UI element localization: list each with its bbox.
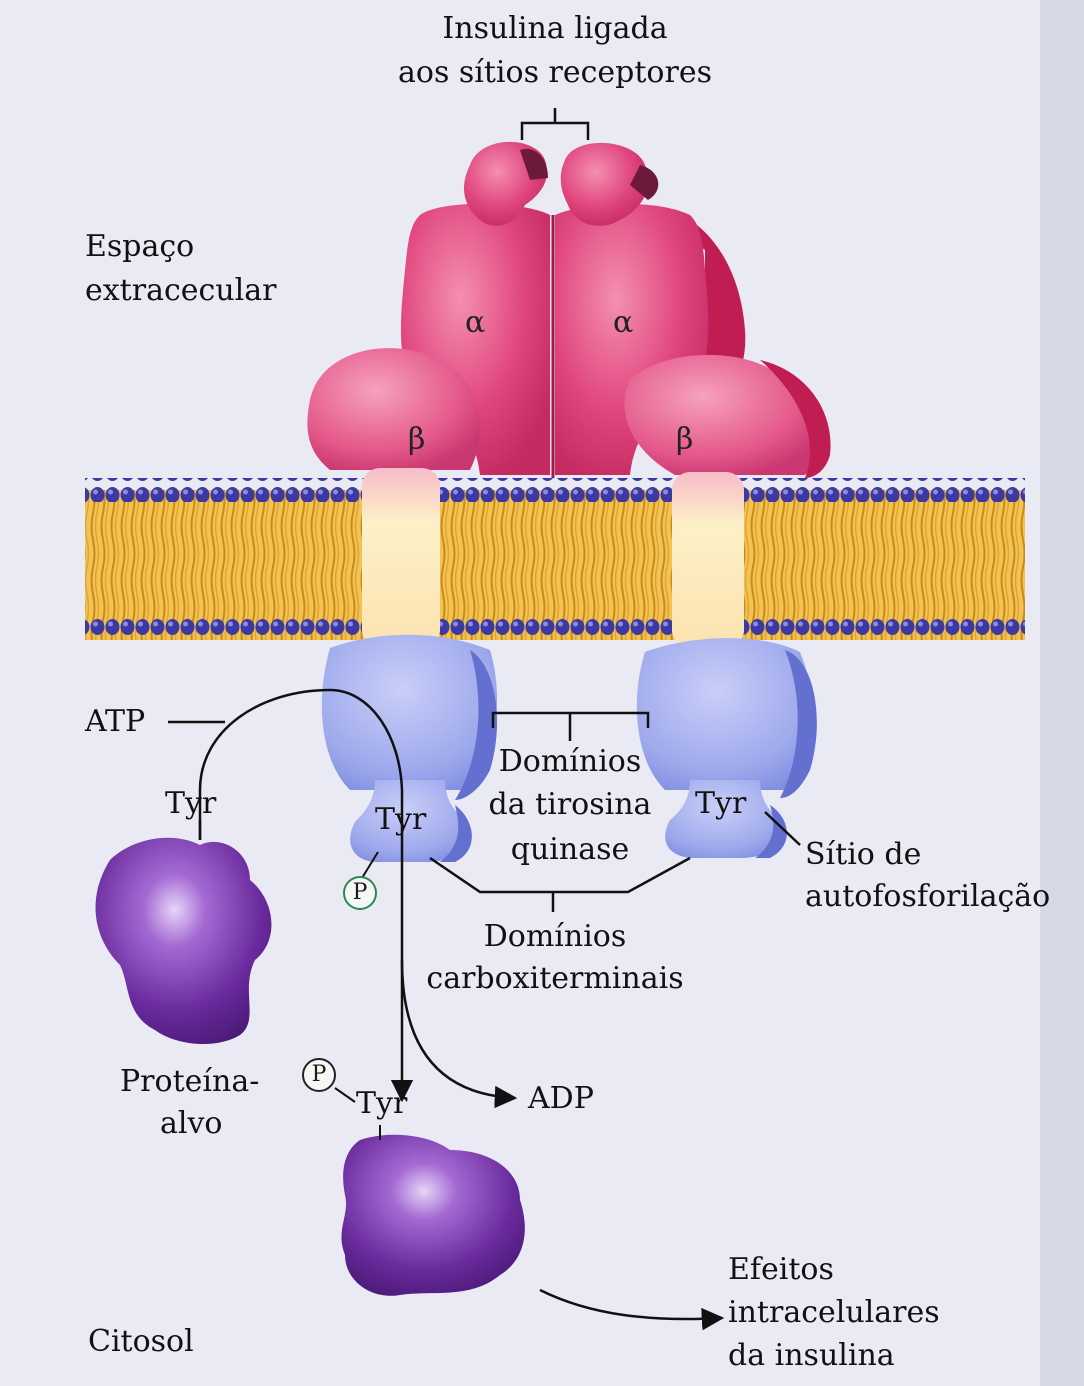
alpha-label-right: α (613, 305, 633, 340)
adp-label: ADP (528, 1082, 594, 1116)
tyr-label-target: Tyr (165, 787, 216, 821)
effects-label-line2: intracelulares (728, 1296, 940, 1330)
phosphate-icon-left: P (343, 876, 377, 910)
insulin-label-line2: aos sítios receptores (385, 56, 725, 90)
kinase-label-line2: da tirosina (470, 788, 670, 822)
tyr-label-bottom: Tyr (356, 1087, 407, 1121)
autophosphorylation-label-line1: Sítio de (805, 838, 921, 872)
beta-label-left: β (408, 422, 425, 457)
transmembrane-segment-left (362, 468, 440, 648)
transmembrane-segment-right (672, 472, 744, 648)
tyr-label-right-kinase: Tyr (695, 787, 746, 821)
phosphate-icon-bottom: P (302, 1058, 336, 1092)
beta-label-right: β (676, 422, 693, 457)
alpha-label-left: α (465, 305, 485, 340)
effects-label-line1: Efeitos (728, 1253, 834, 1287)
plasma-membrane (85, 478, 1025, 640)
kinase-label-line1: Domínios (480, 745, 660, 779)
carboxyterminal-label-line1: Domínios (455, 920, 655, 954)
atp-label: ATP (85, 705, 145, 739)
tyr-label-left-kinase: Tyr (375, 803, 426, 837)
effects-label-line3: da insulina (728, 1339, 895, 1373)
target-protein-label-line1: Proteína- (120, 1065, 259, 1099)
autophosphorylation-label-line2: autofosforilação (805, 880, 1050, 914)
carboxyterminal-label-line2: carboxiterminais (410, 962, 700, 996)
kinase-label-line3: quinase (480, 833, 660, 867)
target-protein-label-line2: alvo (160, 1107, 223, 1141)
cytosol-label: Citosol (88, 1325, 194, 1359)
extracellular-label-line2: extracecular (85, 274, 276, 308)
extracellular-label-line1: Espaço (85, 230, 194, 264)
insulin-label-line1: Insulina ligada (400, 12, 710, 46)
